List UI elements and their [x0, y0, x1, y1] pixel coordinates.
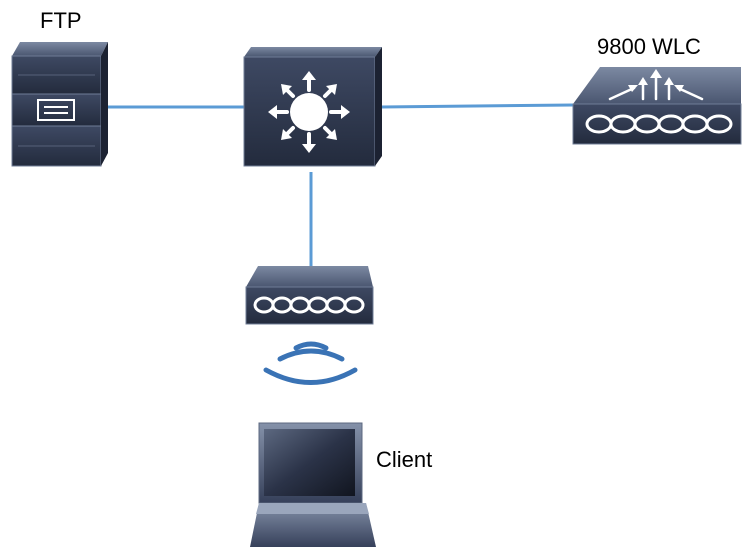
link-switch-wlc — [374, 103, 574, 109]
wireless-signal-icon — [263, 341, 358, 385]
access-point-icon — [245, 266, 374, 325]
server-icon — [11, 42, 108, 167]
layer3-switch-icon — [243, 47, 382, 167]
links — [101, 103, 574, 266]
laptop-icon — [250, 422, 376, 547]
wlc-label: 9800 WLC — [597, 34, 701, 59]
ftp-label: FTP — [40, 8, 82, 33]
client-label: Client — [376, 447, 433, 472]
wlc-icon — [572, 67, 742, 145]
